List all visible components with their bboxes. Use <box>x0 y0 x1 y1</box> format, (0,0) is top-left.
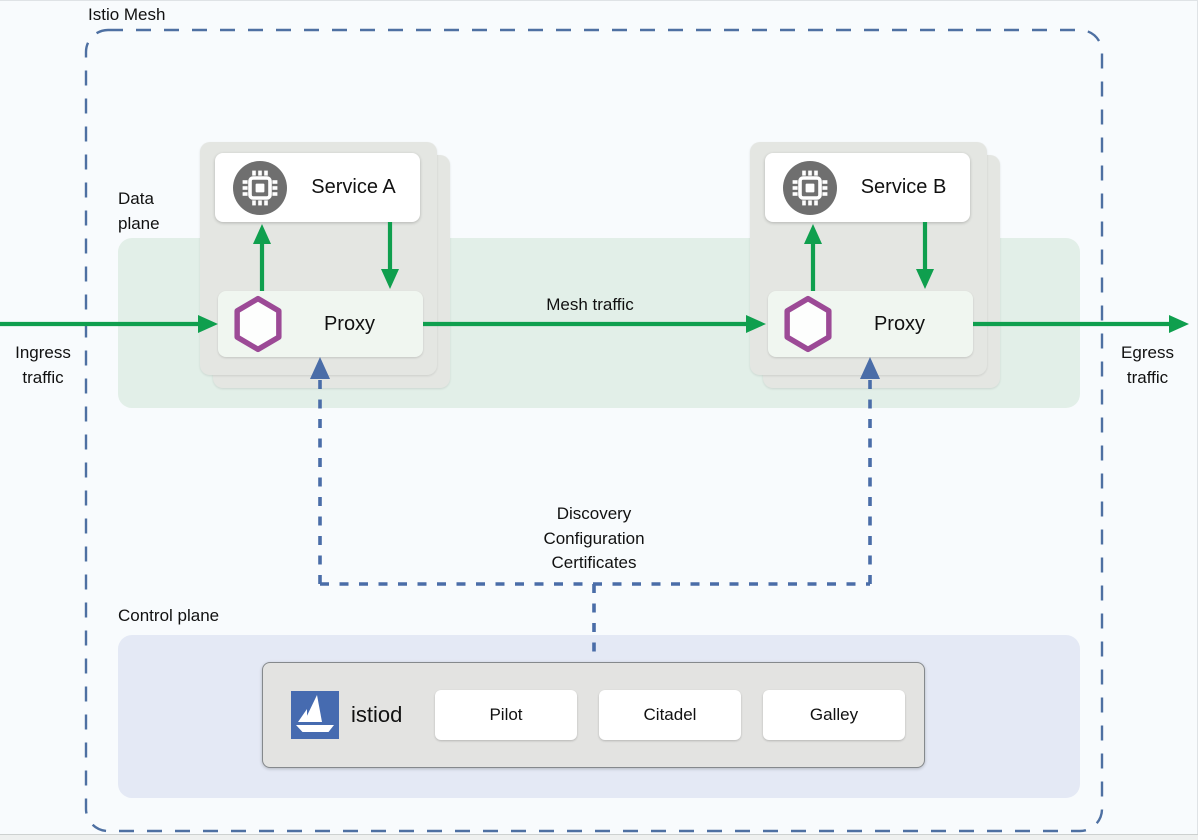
proxy-b-label: Proxy <box>873 312 926 335</box>
istiod-component-galley: Galley <box>763 690 905 740</box>
data-plane-label: Data plane <box>118 189 160 233</box>
proxy-a-label: Proxy <box>323 312 376 335</box>
istiod-label: istiod <box>351 701 403 727</box>
service-a-box: Service A <box>215 153 420 222</box>
istiod-link-label: Discovery Configuration Certificates <box>543 504 645 572</box>
istiod-component-citadel: Citadel <box>599 690 741 740</box>
control-plane-label: Control plane <box>118 606 220 625</box>
proxy-a-box: Proxy <box>218 291 423 357</box>
bottom-edge-strip <box>0 834 1198 840</box>
mesh-traffic-label: Mesh traffic <box>546 295 634 314</box>
istiod-box: istiod Pilot Citadel Galley <box>262 662 925 768</box>
istiod-component-pilot: Pilot <box>435 690 577 740</box>
service-b-box: Service B <box>765 153 970 222</box>
envoy-hexagon-icon <box>234 295 282 353</box>
proxy-b-box: Proxy <box>768 291 973 357</box>
service-a-workload-group: Service A Proxy <box>200 142 450 388</box>
service-b-workload-group: Service B Proxy <box>750 142 1000 388</box>
istio-logo-icon <box>291 691 339 739</box>
service-b-label: Service B <box>860 176 947 198</box>
egress-traffic-label: Egress traffic <box>1121 343 1174 387</box>
mesh-title: Istio Mesh <box>88 5 166 24</box>
envoy-hexagon-icon <box>784 295 832 353</box>
workload-chip-icon <box>783 160 837 215</box>
workload-chip-icon <box>233 160 287 215</box>
ingress-traffic-label: Ingress traffic <box>15 343 71 387</box>
service-a-label: Service A <box>311 176 396 198</box>
